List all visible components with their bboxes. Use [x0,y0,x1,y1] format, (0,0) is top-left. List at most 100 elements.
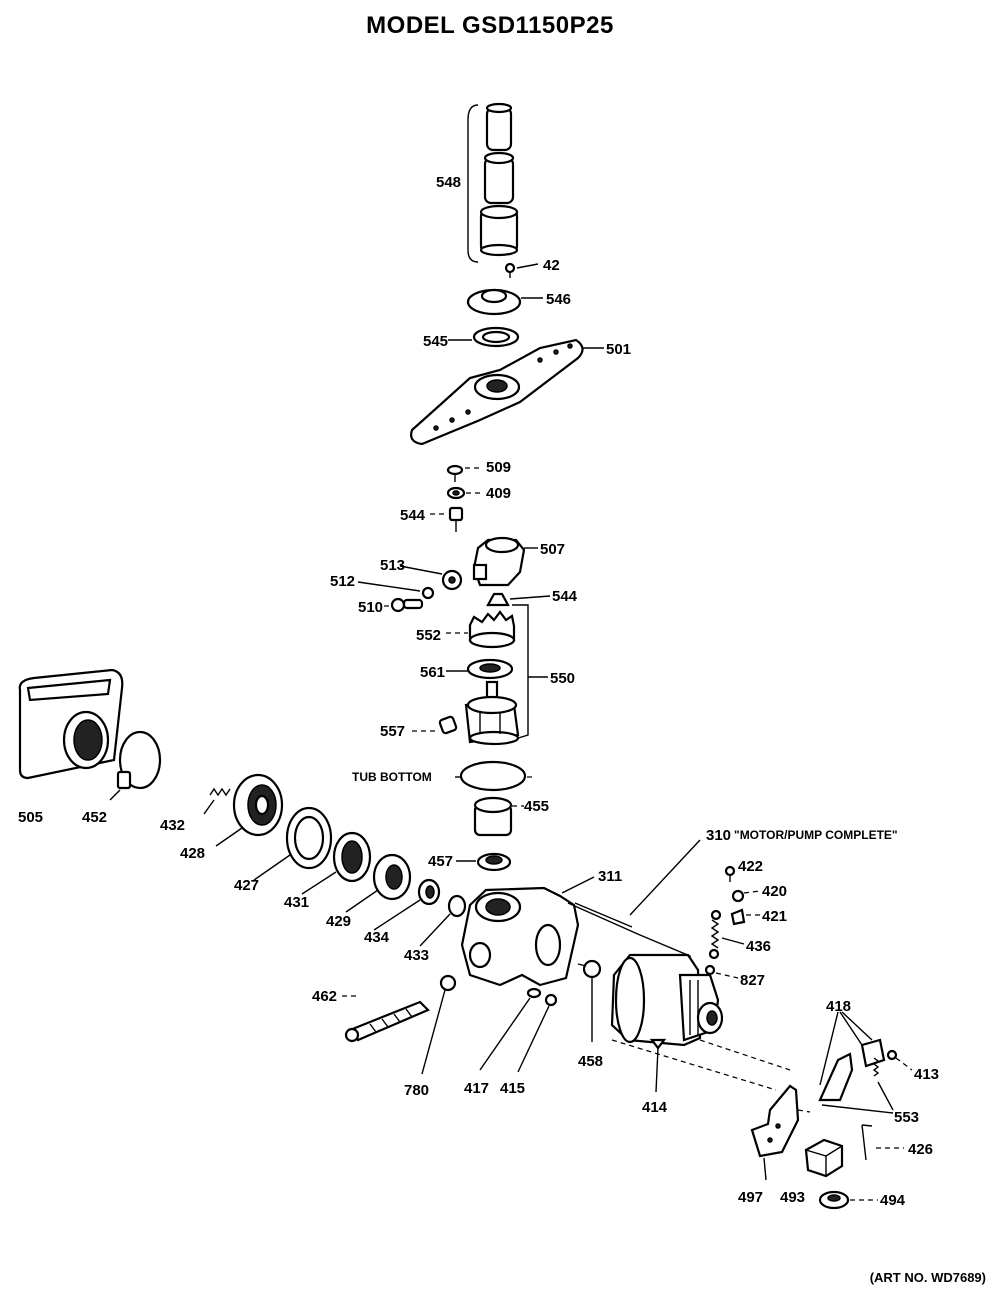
filter-cover-part-505 [18,668,124,780]
screw-part-509 [446,464,483,482]
spring-part-432 [203,787,231,815]
washer-part-409 [446,486,483,500]
label-780: 780 [404,1082,429,1099]
gear-part-552 [446,610,516,649]
label-428-impeller: 428 [180,845,205,862]
screw-part-42 [504,262,539,278]
label-434: 434 [364,929,390,946]
impeller-part-428 [215,773,284,847]
pin-part-426 [861,1124,904,1161]
pin-part-510 [384,597,424,613]
label-415: 415 [500,1080,525,1097]
label-497: 497 [738,1189,763,1206]
label-548: 548 [436,174,461,191]
label-310: 310 [706,827,731,844]
screw-part-414 [649,1038,667,1093]
label-436: 436 [746,938,771,955]
label-561: 561 [420,664,445,681]
page-title: MODEL GSD1150P25 [366,12,614,39]
label-545: 545 [423,333,448,350]
spray-arm-part-501 [410,338,604,446]
cap-part-494 [818,1190,878,1210]
label-418: 418 [826,998,851,1015]
label-414: 414 [642,1099,668,1116]
label-311: 311 [598,868,622,885]
label-462: 462 [312,988,337,1005]
label-431: 431 [284,894,309,911]
ring-part-427 [253,806,333,881]
label-455: 455 [524,798,549,815]
clip-part-421 [730,908,760,926]
art-number: (ART NO. WD7689) [869,1270,986,1285]
bushing-part-544-upper [430,506,464,532]
label-512: 512 [330,573,355,590]
label-tub-bottom: TUB BOTTOM [352,770,432,784]
label-510: 510 [358,599,383,616]
label-544-upper: 544 [400,507,426,524]
cylinder-part-455 [473,796,524,837]
screw-part-417 [479,987,542,1071]
motor-pump-leader [629,839,701,916]
label-457: 457 [428,853,453,870]
label-42: 42 [543,257,560,274]
label-507: 507 [540,541,565,558]
seal-part-434 [373,878,441,931]
label-421: 421 [762,908,787,925]
label-429: 429 [326,913,351,930]
impeller-part-429 [345,853,412,913]
drive-assembly-part [464,680,520,746]
label-433: 433 [404,947,429,964]
label-552: 552 [416,627,441,644]
label-motor-pump-complete: "MOTOR/PUMP COMPLETE" [734,828,898,842]
clip-part-557 [412,715,458,735]
gear-part-513 [399,565,463,591]
label-420: 420 [762,883,787,900]
tub-bottom-ring [455,760,536,792]
spring-part-553 [821,1057,894,1114]
label-432: 432 [160,817,185,834]
label-458: 458 [578,1053,603,1070]
clip-part-413 [886,1049,913,1071]
group-bracket-550 [511,604,529,741]
label-513: 513 [380,557,405,574]
screw-part-422 [724,865,736,882]
washer-part-512 [357,581,435,600]
label-409: 409 [486,485,511,502]
hub-part-546 [466,288,543,316]
label-426: 426 [908,1141,933,1158]
bolt-part-458 [577,959,602,1042]
seal-part-433 [419,894,467,947]
spring-part-436 [708,909,745,960]
label-546: 546 [546,291,571,308]
label-417: 417 [464,1080,489,1097]
label-413: 413 [914,1066,939,1083]
label-452: 452 [82,809,107,826]
label-557: 557 [380,723,405,740]
label-427: 427 [234,877,259,894]
pump-housing-part-311 [460,876,595,987]
bracket-part-418 [818,1011,886,1102]
label-544-lower: 544 [552,588,578,605]
nut-part-780 [421,974,457,1075]
label-550: 550 [550,670,575,687]
spray-tower-part [467,102,519,263]
washer-part-420 [731,889,761,903]
shaft-part-462 [342,995,430,1043]
housing-part-507 [472,536,538,587]
washer-part-561 [446,658,514,680]
label-827: 827 [740,972,765,989]
ring-part-431 [301,831,372,895]
label-509: 509 [486,459,511,476]
label-553: 553 [894,1109,919,1126]
bolt-part-827 [704,964,739,979]
label-494: 494 [880,1192,906,1209]
bushing-part-544-lower [486,592,551,607]
switch-part-493 [804,1138,844,1178]
washer-part-415 [517,993,558,1073]
label-501: 501 [606,341,631,358]
cap-part-457 [456,852,512,872]
clamp-part-452 [109,730,162,801]
motor-part [610,953,724,1047]
ring-part-545 [448,326,520,348]
bracket-part-497 [750,1084,811,1181]
